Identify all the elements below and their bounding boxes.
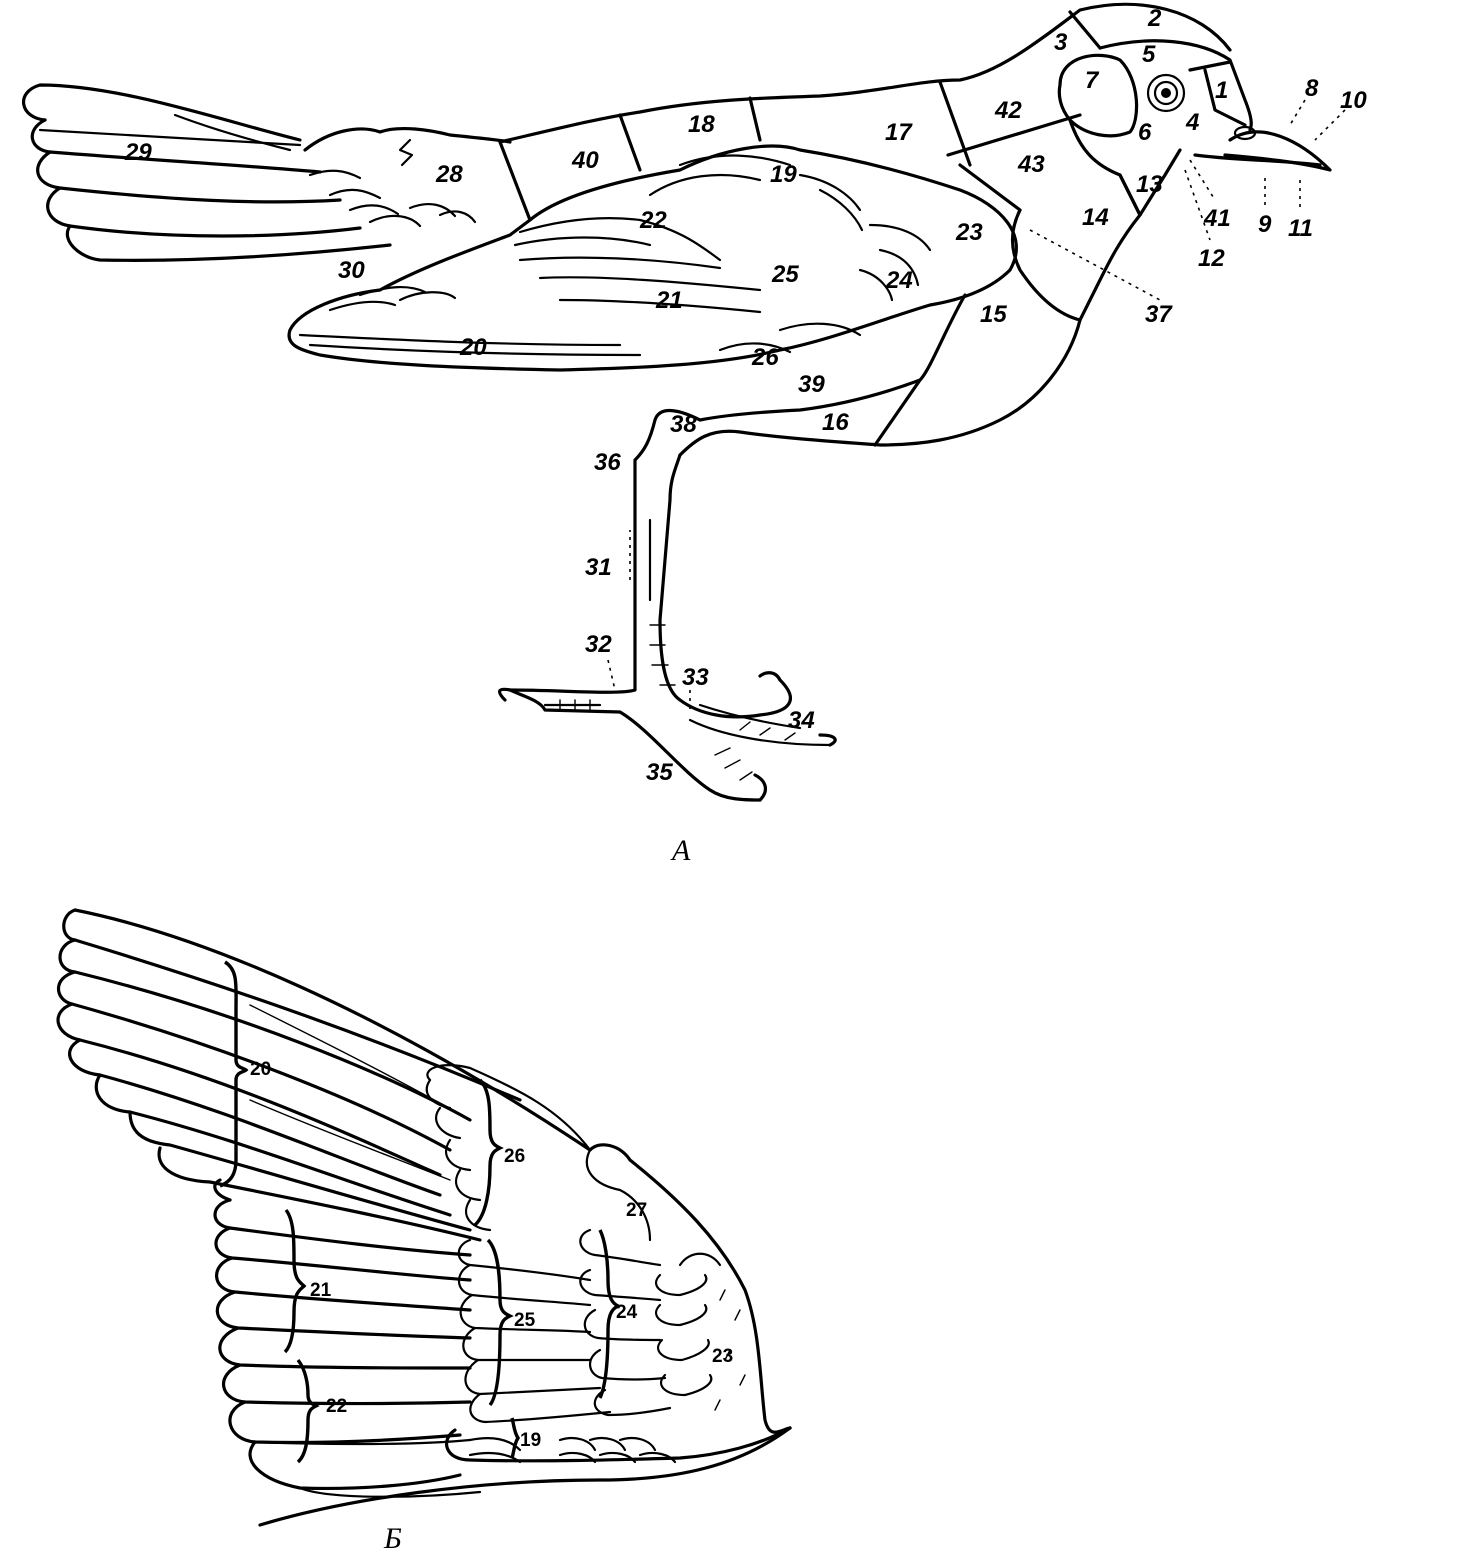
label-15: 15 <box>980 301 1007 328</box>
label-17: 17 <box>885 119 913 146</box>
label-30: 30 <box>338 257 365 284</box>
label-14: 14 <box>1082 204 1109 231</box>
label-41: 41 <box>1203 205 1231 232</box>
wing-label-27: 27 <box>626 1200 647 1221</box>
label-4: 4 <box>1185 109 1199 136</box>
figure-a-labels: 1 2 3 4 5 6 7 8 9 10 11 12 13 14 15 16 1… <box>124 5 1367 867</box>
label-26: 26 <box>751 344 779 371</box>
label-25: 25 <box>771 261 799 288</box>
label-9: 9 <box>1258 211 1272 238</box>
figure-a-caption: А <box>670 834 691 867</box>
wing-label-24: 24 <box>616 1302 638 1323</box>
label-36: 36 <box>594 449 621 476</box>
label-33: 33 <box>682 664 709 691</box>
label-31: 31 <box>585 554 612 581</box>
label-37: 37 <box>1145 301 1173 328</box>
figure-b-labels: 20 26 27 21 25 24 23 22 19 Б <box>250 1059 733 1555</box>
label-24: 24 <box>885 267 913 294</box>
label-5: 5 <box>1142 41 1156 68</box>
label-20: 20 <box>459 334 487 361</box>
label-3: 3 <box>1054 29 1068 56</box>
wing-label-21: 21 <box>310 1280 332 1301</box>
label-1: 1 <box>1215 77 1228 104</box>
label-12: 12 <box>1198 245 1225 272</box>
label-28: 28 <box>435 161 463 188</box>
label-39: 39 <box>798 371 825 398</box>
label-43: 43 <box>1017 151 1045 178</box>
label-34: 34 <box>788 707 815 734</box>
wing-drawing <box>56 908 792 1527</box>
label-32: 32 <box>585 631 612 658</box>
label-21: 21 <box>655 287 683 314</box>
label-10: 10 <box>1340 87 1367 114</box>
label-8: 8 <box>1305 75 1319 102</box>
label-16: 16 <box>822 409 849 436</box>
label-11: 11 <box>1288 215 1313 242</box>
label-29: 29 <box>124 139 152 166</box>
label-2: 2 <box>1147 5 1162 32</box>
label-13: 13 <box>1136 171 1163 198</box>
label-42: 42 <box>994 97 1022 124</box>
label-7: 7 <box>1085 67 1100 94</box>
label-23: 23 <box>955 219 983 246</box>
wing-label-26: 26 <box>504 1146 525 1167</box>
label-35: 35 <box>646 759 673 786</box>
wing-label-25: 25 <box>514 1310 536 1331</box>
label-40: 40 <box>571 147 599 174</box>
label-38: 38 <box>670 411 697 438</box>
wing-label-22: 22 <box>326 1396 347 1417</box>
label-6: 6 <box>1138 119 1152 146</box>
wing-label-19: 19 <box>520 1430 541 1451</box>
bird-drawing <box>21 2 1346 802</box>
wing-label-20: 20 <box>250 1059 271 1080</box>
label-18: 18 <box>688 111 715 138</box>
label-22: 22 <box>639 207 667 234</box>
label-19: 19 <box>770 161 797 188</box>
figure-b-caption: Б <box>383 1522 402 1555</box>
wing-label-23: 23 <box>712 1346 733 1367</box>
